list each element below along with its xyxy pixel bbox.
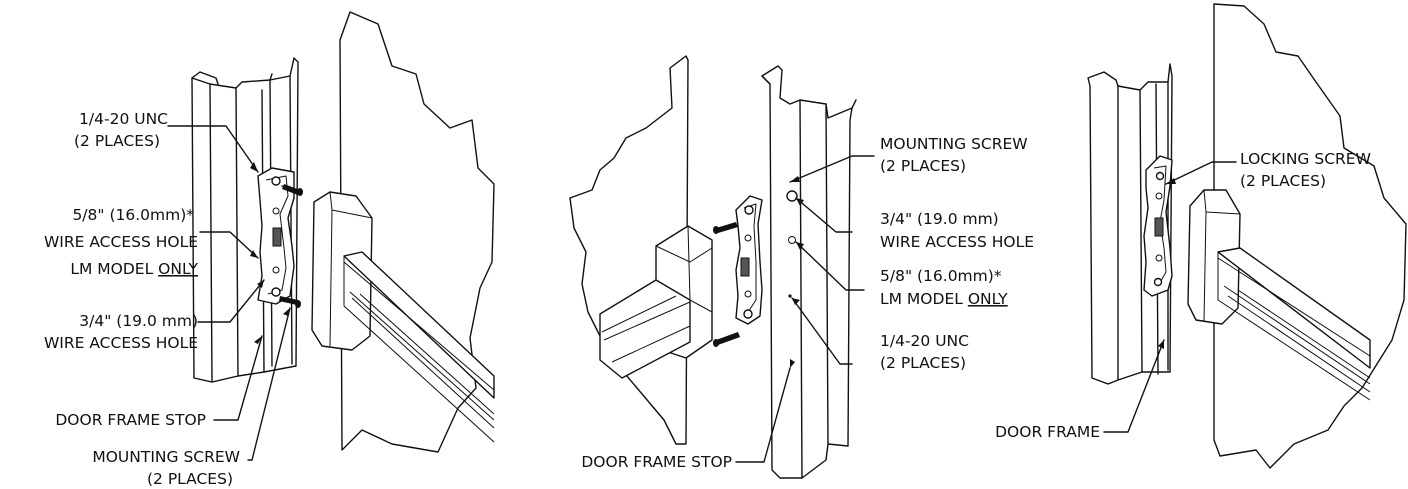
label-mounting-screw-places: (2 PLACES) <box>147 470 233 488</box>
label-door-frame-stop: DOOR FRAME STOP <box>55 411 206 429</box>
label-door-frame-stop: DOOR FRAME STOP <box>581 453 732 471</box>
label-mounting-screw-places: (2 PLACES) <box>880 157 966 175</box>
label-wire-3-4-hole: WIRE ACCESS HOLE <box>880 233 1034 251</box>
label-wire-5-8: 5/8" (16.0mm)* <box>880 267 1002 285</box>
label-wire-5-8-model: LM MODEL ONLY <box>880 290 1008 308</box>
label-door-frame: DOOR FRAME <box>995 423 1100 441</box>
door-slab <box>1213 3 1407 469</box>
door-slab <box>339 11 495 453</box>
label-unc-places: (2 PLACES) <box>880 354 966 372</box>
leader-lines <box>167 125 291 461</box>
leader-arrowheads <box>790 176 804 368</box>
label-wire-3-4: 3/4" (19.0 mm) <box>880 210 999 228</box>
exit-device <box>599 225 713 379</box>
label-wire-5-8-model: LM MODEL ONLY <box>70 260 198 278</box>
door-frame <box>191 57 299 383</box>
label-unc: 1/4-20 UNC <box>79 110 168 128</box>
label-wire-5-8-hole: WIRE ACCESS HOLE <box>44 233 198 251</box>
label-mounting-screw: MOUNTING SCREW <box>92 448 240 466</box>
label-mounting-screw: MOUNTING SCREW <box>880 135 1028 153</box>
label-wire-5-8: 5/8" (16.0mm)* <box>72 206 194 224</box>
door-frame <box>1087 63 1173 385</box>
installation-view-left: 1/4-20 UNC (2 PLACES) 5/8" (16.0mm)* WIR… <box>44 11 495 488</box>
installation-view-center: MOUNTING SCREW (2 PLACES) 3/4" (19.0 mm)… <box>569 55 1034 479</box>
label-wire-3-4-hole: WIRE ACCESS HOLE <box>44 334 198 352</box>
door-slab <box>569 55 689 445</box>
label-locking-screw-places: (2 PLACES) <box>1240 172 1326 190</box>
mounting-screw <box>713 222 740 347</box>
door-frame <box>761 65 857 479</box>
label-unc-places: (2 PLACES) <box>74 132 160 150</box>
installation-view-right: LOCKING SCREW (2 PLACES) DOOR FRAME <box>995 3 1407 469</box>
strike-bracket <box>257 167 295 305</box>
label-wire-3-4: 3/4" (19.0 mm) <box>79 312 198 330</box>
exit-device <box>1187 189 1371 401</box>
strike-bracket <box>735 195 763 325</box>
leader-lines <box>1103 161 1237 433</box>
leader-lines <box>735 155 875 463</box>
leader-arrowheads <box>1158 178 1176 349</box>
strike-bracket <box>1143 155 1173 297</box>
frame-holes <box>786 190 798 298</box>
exit-device <box>311 191 495 443</box>
label-unc: 1/4-20 UNC <box>880 332 969 350</box>
leader-arrowheads <box>250 162 290 344</box>
mounting-screw <box>279 184 303 308</box>
label-locking-screw: LOCKING SCREW <box>1240 150 1371 168</box>
